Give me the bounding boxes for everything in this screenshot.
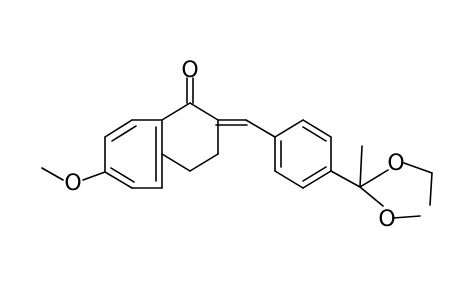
double-bond-inner: [302, 166, 327, 182]
aromatic-ring-right: [274, 119, 332, 189]
methoxy-group: [41, 167, 106, 181]
double-bond-inner: [110, 167, 135, 183]
bond: [274, 170, 304, 189]
double-bond-inner: [302, 126, 327, 142]
dioxolane-oxygen-bottom-label: O: [378, 207, 395, 232]
bond: [82, 171, 106, 181]
bond: [392, 215, 421, 219]
ketal-carbon: [330, 145, 363, 188]
bond: [302, 170, 332, 189]
carbonyl-group: [186, 77, 194, 104]
bond: [41, 167, 64, 181]
methoxy-oxygen-label: O: [64, 171, 81, 196]
bond: [403, 162, 433, 174]
dioxolane-ring: [359, 162, 433, 219]
carbonyl-oxygen-label: O: [181, 58, 198, 83]
bond: [330, 170, 361, 188]
bond: [104, 119, 133, 138]
bond: [161, 153, 191, 172]
bond: [104, 171, 133, 189]
dioxolane-oxygen-top-label: O: [387, 151, 404, 176]
bond: [161, 102, 191, 121]
bond: [429, 172, 433, 206]
bond: [359, 186, 384, 207]
methyl-bond: [359, 145, 363, 188]
bond: [274, 119, 304, 138]
benzylidene-double-bond: [215, 119, 276, 138]
aromatic-ring-left: [104, 119, 163, 189]
bond: [359, 169, 389, 188]
bond: [245, 119, 276, 138]
bond: [302, 119, 332, 138]
double-bond-inner: [111, 125, 137, 142]
cyclohexanone-ring: [161, 102, 219, 172]
bond: [189, 102, 219, 121]
bond: [189, 153, 219, 172]
